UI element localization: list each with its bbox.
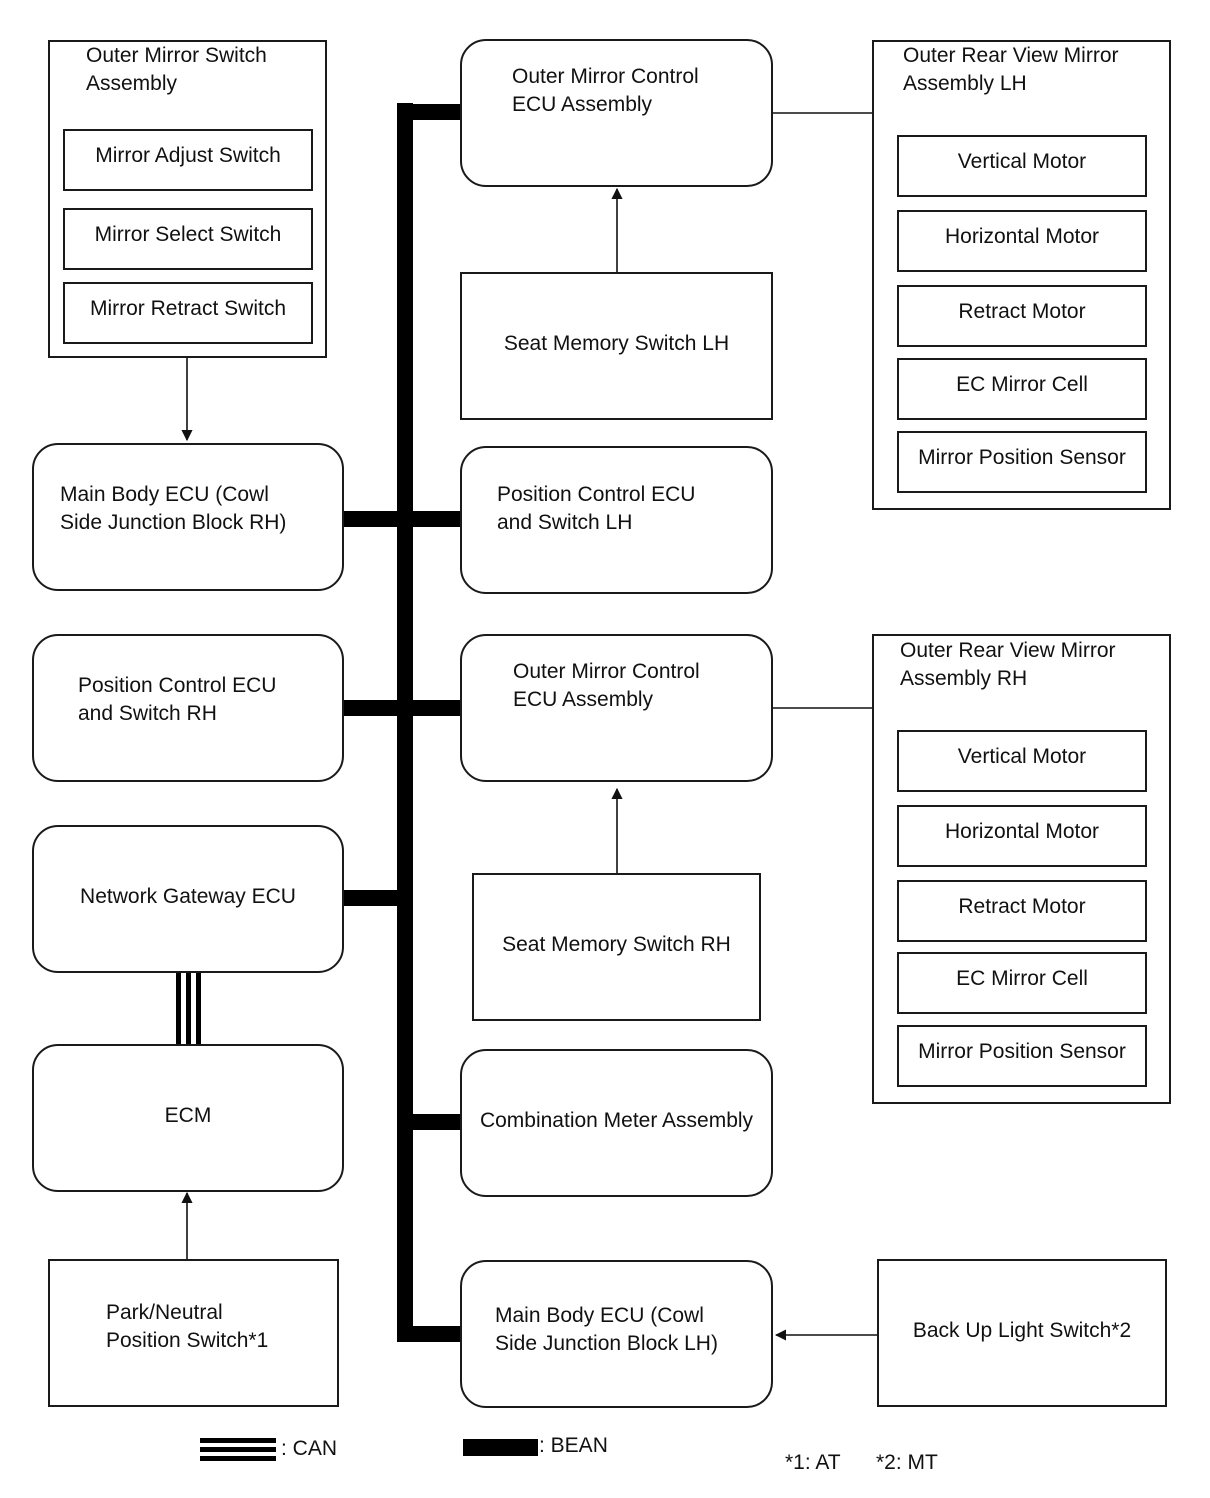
retract-motor-rh: Retract Motor: [897, 880, 1147, 942]
legend-bean-swatch: [463, 1439, 538, 1456]
outer-mirror-control-ecu-lh: Outer Mirror Control ECU Assembly: [460, 39, 773, 187]
back-up-light-switch-label: Back Up Light Switch*2: [912, 1319, 1132, 1342]
main-body-ecu-lh: Main Body ECU (Cowl Side Junction Block …: [460, 1260, 773, 1408]
back-up-light-switch: Back Up Light Switch*2: [877, 1259, 1167, 1407]
ec-mirror-cell-lh: EC Mirror Cell: [897, 358, 1147, 420]
mirror-position-sensor-rh: Mirror Position Sensor: [897, 1025, 1147, 1087]
outer-rear-view-mirror-assembly-lh: Outer Rear View Mirror Assembly LH Verti…: [872, 40, 1171, 510]
combination-meter-assembly: Combination Meter Assembly: [460, 1049, 773, 1197]
outer-mirror-control-ecu-rh: Outer Mirror Control ECU Assembly: [460, 634, 773, 782]
vertical-motor-rh: Vertical Motor: [897, 730, 1147, 792]
mirror-assembly-lh-title: Outer Rear View Mirror Assembly LH: [903, 44, 1119, 95]
horizontal-motor-lh: Horizontal Motor: [897, 210, 1147, 272]
main-body-ecu-rh: Main Body ECU (Cowl Side Junction Block …: [32, 443, 344, 591]
vertical-motor-lh: Vertical Motor: [897, 135, 1147, 197]
retract-motor-lh: Retract Motor: [897, 285, 1147, 347]
outer-rear-view-mirror-assembly-rh: Outer Rear View Mirror Assembly RH Verti…: [872, 634, 1171, 1104]
network-gateway-ecu-label: Network Gateway ECU: [80, 885, 296, 908]
footnote-at: *1: AT: [785, 1451, 841, 1474]
mirror-select-switch: Mirror Select Switch: [63, 208, 313, 270]
ecm: ECM: [32, 1044, 344, 1192]
seat-memory-switch-lh-label: Seat Memory Switch LH: [503, 332, 730, 355]
legend-bean-label: : BEAN: [539, 1434, 608, 1457]
seat-memory-switch-lh: Seat Memory Switch LH: [460, 272, 773, 420]
footnote-mt: *2: MT: [876, 1451, 938, 1474]
combination-meter-label: Combination Meter Assembly: [479, 1109, 754, 1132]
main-body-ecu-rh-label: Main Body ECU (Cowl Side Junction Block …: [60, 483, 287, 534]
position-control-ecu-rh-label: Position Control ECU and Switch RH: [78, 674, 277, 725]
seat-memory-switch-rh-label: Seat Memory Switch RH: [502, 933, 731, 956]
legend-can-swatch: [200, 1438, 276, 1461]
mirror-adjust-switch: Mirror Adjust Switch: [63, 129, 313, 191]
park-neutral-position-switch: Park/Neutral Position Switch*1: [48, 1259, 339, 1407]
mirror-position-sensor-lh: Mirror Position Sensor: [897, 431, 1147, 493]
legend-can-label: : CAN: [281, 1437, 338, 1460]
park-neutral-label: Park/Neutral Position Switch*1: [106, 1301, 269, 1352]
position-control-ecu-lh-label: Position Control ECU and Switch LH: [497, 483, 696, 534]
horizontal-motor-rh: Horizontal Motor: [897, 805, 1147, 867]
ecm-label: ECM: [164, 1104, 212, 1127]
mirror-retract-switch: Mirror Retract Switch: [63, 282, 313, 344]
outer-mirror-control-ecu-lh-label: Outer Mirror Control ECU Assembly: [512, 65, 699, 116]
position-control-ecu-rh: Position Control ECU and Switch RH: [32, 634, 344, 782]
ec-mirror-cell-rh: EC Mirror Cell: [897, 952, 1147, 1014]
seat-memory-switch-rh: Seat Memory Switch RH: [472, 873, 761, 1021]
outer-mirror-control-ecu-rh-label: Outer Mirror Control ECU Assembly: [513, 660, 700, 711]
can-link-gateway-ecm: [176, 972, 201, 1044]
mirror-assembly-rh-title: Outer Rear View Mirror Assembly RH: [900, 639, 1116, 690]
outer-mirror-switch-title: Outer Mirror Switch Assembly: [86, 44, 267, 95]
network-gateway-ecu: Network Gateway ECU: [32, 825, 344, 973]
main-body-ecu-lh-label: Main Body ECU (Cowl Side Junction Block …: [495, 1304, 718, 1355]
outer-mirror-switch-assembly: Outer Mirror Switch Assembly Mirror Adju…: [48, 40, 327, 358]
position-control-ecu-lh: Position Control ECU and Switch LH: [460, 446, 773, 594]
